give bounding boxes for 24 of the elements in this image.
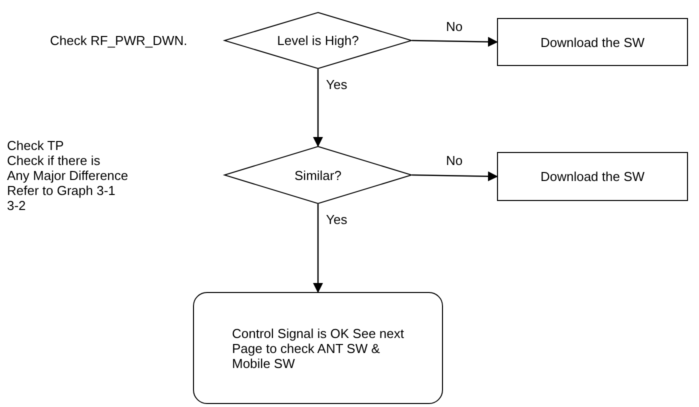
- terminal-box: [193, 292, 443, 404]
- note-text: Refer to Graph 3-1: [7, 183, 116, 198]
- arrow: [412, 171, 498, 182]
- process-box: [497, 18, 688, 66]
- arrow: [313, 69, 323, 147]
- node-text: Download the SW: [540, 34, 645, 50]
- decision-diamond: [224, 146, 412, 204]
- edge-label: No: [446, 18, 463, 34]
- decision-diamond: [224, 12, 412, 69]
- note-text: 3-2: [7, 198, 26, 213]
- node-text: Control Signal is OK See next Page to check ANT SW & Mobile SW: [232, 326, 405, 370]
- edge-label: No: [446, 153, 463, 168]
- arrow: [412, 36, 498, 47]
- node-text: Download the SW: [540, 169, 645, 184]
- node-text: Similar?: [294, 168, 342, 182]
- note-text: Check RF_PWR_DWN.: [50, 33, 188, 48]
- process-box: [497, 152, 688, 201]
- note-text: Check if there is: [7, 153, 100, 168]
- edge-label: Yes: [326, 77, 348, 92]
- note-text: Any Major Difference: [7, 168, 128, 183]
- edge-label: Yes: [326, 212, 348, 227]
- arrow: [313, 204, 323, 293]
- note-text: Check TP: [7, 138, 64, 153]
- node-text: Level is High?: [277, 33, 359, 48]
